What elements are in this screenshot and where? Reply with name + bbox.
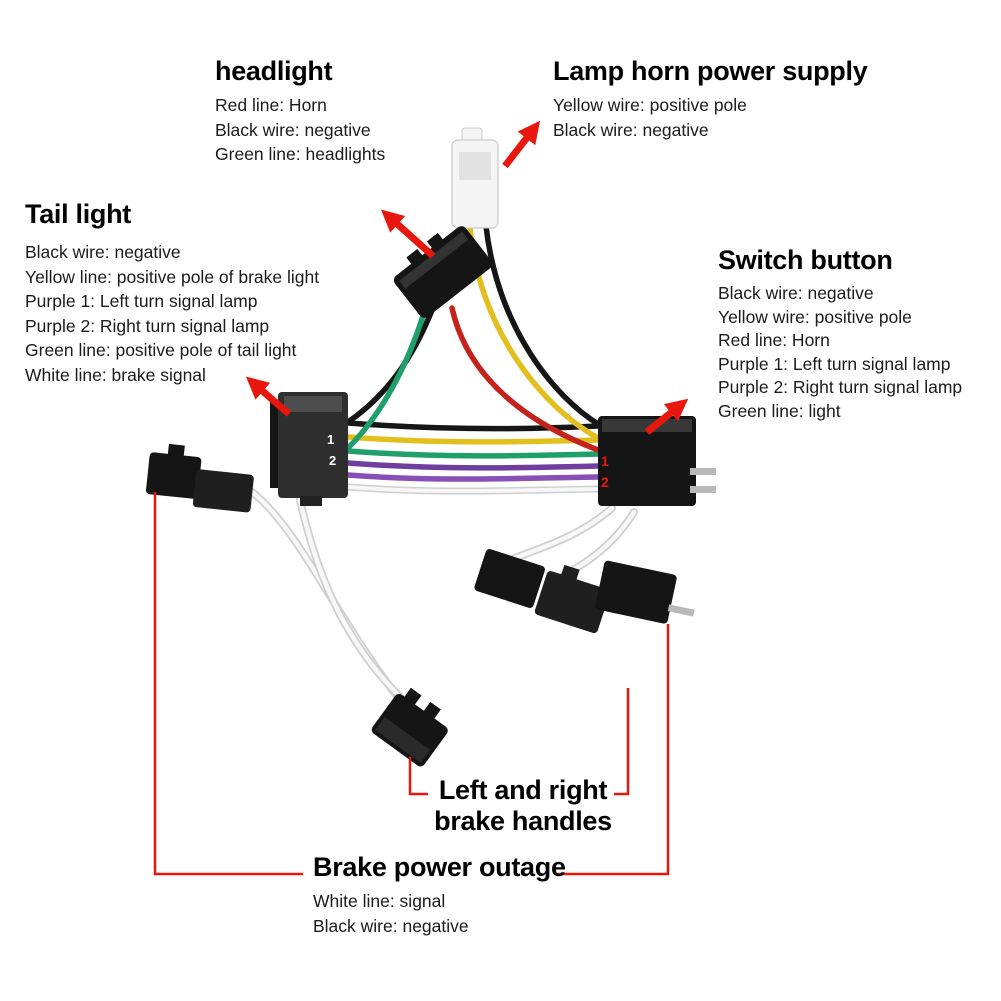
headlight-lines: Red line: Horn Black wire: negative Gree… xyxy=(215,93,385,167)
tail-light-line: Green line: positive pole of tail light xyxy=(25,340,297,360)
left-connector-tab xyxy=(300,496,322,506)
switch-button-line: Red line: Horn xyxy=(718,330,830,350)
left-pair-socket xyxy=(192,469,254,513)
tail-light-label-block: Tail light Black wire: negative Yellow l… xyxy=(25,198,319,387)
switch-button-arrow xyxy=(644,398,689,435)
right-connector-pin-label-2: 2 xyxy=(601,474,609,490)
headlight-line: Green line: headlights xyxy=(215,144,386,164)
headlight-connector-notch-1 xyxy=(406,248,425,267)
brake-handles-label-block: Left and right brake handles xyxy=(398,775,648,837)
lamp-horn-label-block: Lamp horn power supply Yellow wire: posi… xyxy=(553,55,868,142)
middle-connector-pair xyxy=(474,549,695,634)
left-connector-body xyxy=(278,392,348,498)
brake-power-lines: White line: signal Black wire: negative xyxy=(313,889,566,938)
left-pair-latch xyxy=(167,443,185,458)
headlight-connector-highlight xyxy=(399,231,469,289)
headlight-connector xyxy=(393,226,493,318)
white-connector-slot xyxy=(459,152,491,180)
switch-button-line: Black wire: negative xyxy=(718,283,874,303)
brake-handles-bracket-left xyxy=(408,757,428,796)
brake-power-bracket-left xyxy=(153,492,303,876)
left-connector-pin-label-2: 2 xyxy=(329,453,336,468)
lamp-horn-line: Yellow wire: positive pole xyxy=(553,95,747,115)
middle-pair-socket xyxy=(534,571,610,634)
wire-white-left2-inner xyxy=(297,497,421,717)
right-connector-pin-label-1: 1 xyxy=(601,453,609,469)
switch-button-line: Purple 2: Right turn signal lamp xyxy=(718,377,963,397)
tail-light-line: Purple 1: Left turn signal lamp xyxy=(25,291,258,311)
headlight-connector-body xyxy=(393,226,493,318)
headlight-title: headlight xyxy=(215,56,333,86)
lamp-horn-arrow xyxy=(502,120,541,169)
switch-button-title: Switch button xyxy=(718,245,893,275)
lamp-horn-lines: Yellow wire: positive pole Black wire: n… xyxy=(553,93,867,142)
wire-green-headlight xyxy=(345,303,429,451)
tail-light-line: White line: brake signal xyxy=(25,364,206,385)
tail-light-lines: Black wire: negative Yellow line: positi… xyxy=(25,240,319,387)
switch-button-lines: Black wire: negative Yellow wire: positi… xyxy=(718,282,962,423)
brake-power-bracket-right xyxy=(557,624,670,876)
headlight-label-block: headlight Red line: Horn Black wire: neg… xyxy=(215,55,385,167)
bottom-connector-lower-face xyxy=(375,717,431,763)
brake-handles-title-line-2: brake handles xyxy=(434,806,612,836)
bottom-connector-body xyxy=(371,693,448,767)
wire-white-left2-outer xyxy=(296,496,422,718)
wire-black-bundle xyxy=(345,420,601,432)
annotation-brackets xyxy=(153,492,670,876)
switch-button-line: Yellow wire: positive pole xyxy=(718,306,912,327)
switch-button-line: Purple 1: Left turn signal lamp xyxy=(718,353,951,374)
white-power-connector xyxy=(451,127,499,229)
wire-white-bundle-inner xyxy=(346,485,600,494)
headlight-arrow xyxy=(380,209,436,259)
left-connector-pair xyxy=(146,443,254,513)
tail-light-line: Black wire: negative xyxy=(25,242,181,262)
bottom-brake-connector xyxy=(371,687,448,767)
wire-green-bundle xyxy=(345,448,601,459)
wire-bundle xyxy=(344,420,602,495)
tail-light-line: Yellow line: positive pole of brake ligh… xyxy=(25,266,320,287)
wire-red-horn xyxy=(449,305,601,453)
brake-power-line: Black wire: negative xyxy=(313,915,469,936)
switch-button-label-block: Switch button Black wire: negative Yello… xyxy=(718,244,962,423)
wire-purple2-bundle xyxy=(345,472,601,482)
tail-light-line: Purple 2: Right turn signal lamp xyxy=(25,315,270,336)
headlight-line: Red line: Horn xyxy=(215,95,327,115)
lamp-horn-title: Lamp horn power supply xyxy=(553,56,868,86)
middle-connector-metal-pin xyxy=(667,604,695,617)
middle-connector-with-pin xyxy=(595,560,677,624)
wire-black-power xyxy=(483,223,601,427)
right-main-connector xyxy=(598,416,716,506)
lamp-horn-line: Black wire: negative xyxy=(553,119,709,140)
headlight-connector-notch-2 xyxy=(426,232,446,251)
brake-power-title: Brake power outage xyxy=(313,852,566,882)
tail-light-title: Tail light xyxy=(25,199,131,229)
right-connector-pin-2 xyxy=(690,486,716,493)
brake-power-line: White line: signal xyxy=(313,891,446,911)
wire-yellow-bundle xyxy=(345,434,601,445)
right-connector-pin-1 xyxy=(690,468,716,475)
wire-purple1-bundle xyxy=(345,460,601,471)
right-connector-body xyxy=(598,416,696,506)
brake-power-label-block: Brake power outage White line: signal Bl… xyxy=(313,851,566,938)
right-connector-top-face xyxy=(602,419,692,432)
switch-button-line: Green line: light xyxy=(718,400,841,421)
annotation-arrows xyxy=(245,120,689,435)
left-connector-pin-label-1: 1 xyxy=(327,432,334,447)
headlight-line: Black wire: negative xyxy=(215,119,371,140)
middle-pair-plug xyxy=(474,549,545,608)
left-main-connector xyxy=(270,392,348,506)
brake-handles-bracket-right xyxy=(614,688,630,796)
tail-light-arrow xyxy=(245,376,292,417)
lower-white-wires xyxy=(248,488,638,718)
left-connector-top-face xyxy=(284,396,342,412)
brake-handles-title-line-1: Left and right xyxy=(438,775,608,805)
left-pair-plug xyxy=(146,452,202,499)
